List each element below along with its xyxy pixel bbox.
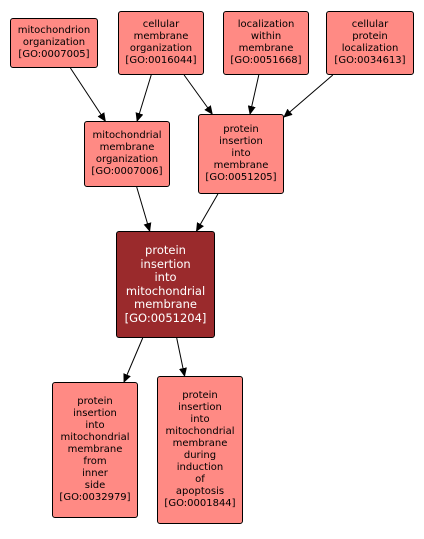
node-label-line: [GO:0051204]	[124, 310, 207, 325]
node-label-line: insertion	[178, 402, 222, 413]
node-label-line: localization	[341, 43, 399, 54]
node-label-line: insertion	[219, 136, 263, 147]
node-label-line: [GO:0032979]	[59, 492, 131, 503]
edge-go_0051204-to-go_0032979	[123, 337, 144, 383]
edge-go_0051204-to-go_0001844	[176, 337, 187, 377]
node-label-line: organization	[95, 154, 159, 165]
node-label-line: mitochondrial	[165, 426, 235, 437]
node-label-line: apoptosis	[175, 486, 225, 497]
node-label-line: membrane	[99, 142, 155, 153]
node-localization-within-membrane[interactable]: localization within membrane [GO:0051668…	[223, 11, 309, 75]
node-label-line: into	[154, 270, 177, 284]
node-mitochondrial-membrane-organization[interactable]: mitochondrial membrane organization [GO:…	[84, 121, 170, 187]
node-label-line: [GO:0007005]	[18, 49, 90, 60]
node-label-line: [GO:0007006]	[91, 166, 163, 177]
node-label-line: protein	[145, 243, 186, 257]
node-label-line: [GO:0001844]	[164, 498, 236, 509]
node-label-line: during	[183, 450, 217, 461]
node-label-line: [GO:0051668]	[230, 55, 302, 66]
node-label-line: membrane	[134, 297, 197, 311]
node-label-line: membrane	[133, 31, 189, 42]
node-label-line: [GO:0051205]	[205, 172, 277, 183]
node-label-line: protein	[223, 124, 259, 135]
edge-go_0016044-to-go_0051205	[183, 74, 213, 115]
node-label-line: cellular	[351, 19, 389, 30]
node-protein-insertion-from-inner-side[interactable]: protein insertion into mitochondrial mem…	[52, 382, 138, 518]
node-cellular-membrane-organization[interactable]: cellular membrane organization [GO:00160…	[118, 11, 204, 75]
node-label-line: insertion	[73, 408, 117, 419]
node-label-line: mitochondrial	[92, 130, 162, 141]
node-label-line: into	[231, 148, 251, 159]
node-label-line: within	[250, 31, 282, 42]
node-protein-insertion-into-mitochondrial-membrane[interactable]: protein insertion into mitochondrial mem…	[116, 231, 215, 338]
node-cellular-protein-localization[interactable]: cellular protein localization [GO:003461…	[326, 11, 414, 75]
node-label-line: into	[85, 420, 105, 431]
node-mitochondrion-organization[interactable]: mitochondrion organization [GO:0007005]	[10, 18, 98, 68]
node-label-line: of	[195, 474, 205, 485]
node-label-line: membrane	[213, 160, 269, 171]
node-label-line: protein	[77, 396, 113, 407]
node-label-line: membrane	[172, 438, 228, 449]
node-protein-insertion-during-apoptosis[interactable]: protein insertion into mitochondrial mem…	[157, 376, 243, 524]
edge-go_0007005-to-go_0007006	[69, 67, 106, 122]
node-label-line: cellular	[142, 19, 180, 30]
node-label-line: localization	[237, 19, 295, 30]
node-label-line: induction	[176, 462, 224, 473]
node-label-line: protein	[182, 390, 218, 401]
node-label-line: protein	[352, 31, 388, 42]
node-label-line: [GO:0034613]	[334, 55, 406, 66]
node-label-line: inner	[82, 468, 108, 479]
edge-go_0051668-to-go_0051205	[247, 74, 260, 115]
node-label-line: mitochondrion	[17, 25, 91, 36]
edge-go_0016044-to-go_0007006	[135, 74, 152, 122]
edge-go_0007006-to-go_0051204	[136, 186, 152, 232]
node-label-line: mitochondrial	[60, 432, 130, 443]
edge-go_0051205-to-go_0051204	[195, 193, 219, 232]
node-label-line: into	[190, 414, 210, 425]
node-label-line: mitochondrial	[125, 283, 206, 298]
node-label-line: organization	[22, 37, 86, 48]
node-label-line: membrane	[238, 43, 294, 54]
node-label-line: insertion	[140, 256, 191, 271]
node-label-line: organization	[129, 43, 193, 54]
node-label-line: from	[83, 456, 107, 467]
node-protein-insertion-into-membrane[interactable]: protein insertion into membrane [GO:0051…	[198, 114, 284, 194]
node-label-line: side	[84, 480, 106, 491]
edge-go_0034613-to-go_0051205	[283, 74, 334, 118]
node-label-line: [GO:0016044]	[125, 55, 197, 66]
node-label-line: membrane	[67, 444, 123, 455]
